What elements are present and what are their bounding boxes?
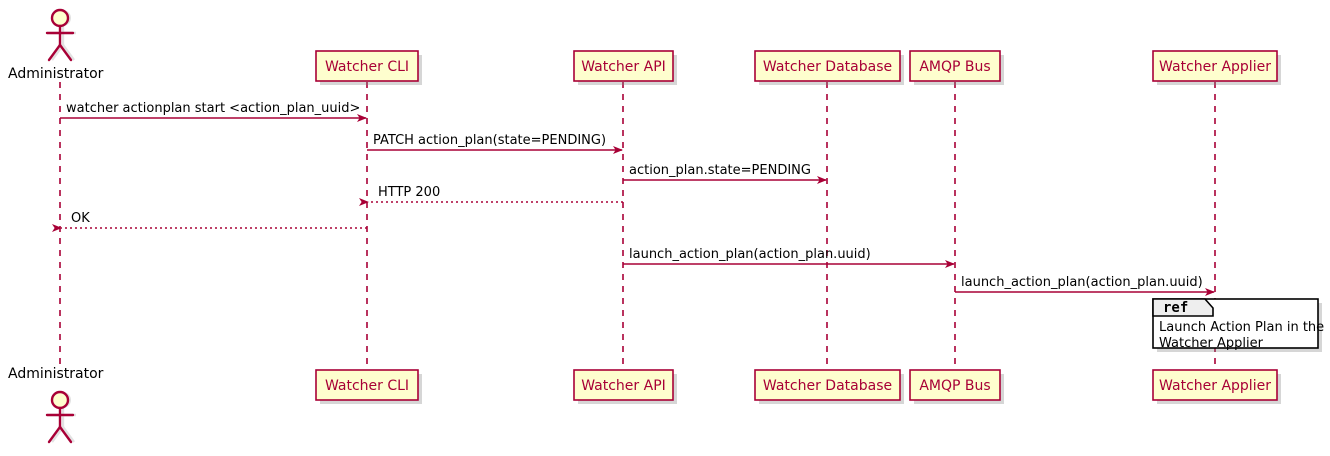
actor-administrator-bottom[interactable]: Administrator: [8, 366, 104, 444]
participant-amqp-bus-bottom[interactable]: AMQP Bus: [909, 369, 1004, 404]
participant-box[interactable]: [1152, 50, 1278, 82]
message-6[interactable]: launch_action_plan(action_plan.uuid): [623, 247, 955, 268]
actor-label: Administrator: [8, 366, 104, 382]
message-7[interactable]: launch_action_plan(action_plan.uuid): [955, 275, 1215, 296]
actor-head-icon: [50, 8, 70, 28]
participant-watcher-database-bottom[interactable]: Watcher Database: [754, 369, 904, 404]
participant-watcher-cli-top[interactable]: Watcher CLI: [315, 50, 422, 85]
participant-watcher-applier-top[interactable]: Watcher Applier: [1152, 50, 1281, 85]
lifelines-group: [59, 82, 1216, 370]
participant-box[interactable]: [909, 50, 1001, 82]
message-label: launch_action_plan(action_plan.uuid): [629, 247, 871, 262]
message-3[interactable]: action_plan.state=PENDING: [623, 163, 827, 184]
participant-box[interactable]: [573, 369, 674, 401]
participant-label: Watcher Applier: [1159, 378, 1271, 394]
ref-text-line: Launch Action Plan in the: [1159, 320, 1324, 335]
participant-amqp-bus-top[interactable]: AMQP Bus: [909, 50, 1004, 85]
actor-administrator-top[interactable]: Administrator: [8, 8, 104, 82]
participant-label: Watcher API: [581, 378, 666, 394]
participant-label: Watcher CLI: [325, 59, 409, 75]
message-label: OK: [71, 211, 90, 226]
ref-tab: [1152, 298, 1214, 317]
participant-label: AMQP Bus: [919, 378, 990, 394]
message-label: launch_action_plan(action_plan.uuid): [961, 275, 1203, 290]
message-2[interactable]: PATCH action_plan(state=PENDING): [367, 133, 623, 154]
participant-boxes-top: Watcher CLI Watcher API Watcher Database AM…: [315, 50, 1281, 85]
participant-label: Watcher Database: [763, 378, 892, 394]
message-label: action_plan.state=PENDING: [629, 163, 811, 178]
actor-label: Administrator: [8, 66, 104, 82]
participant-box[interactable]: [573, 50, 674, 82]
participant-box[interactable]: [909, 369, 1001, 401]
participant-watcher-cli-bottom[interactable]: Watcher CLI: [315, 369, 422, 404]
message-5[interactable]: OK: [52, 211, 367, 232]
message-4[interactable]: HTTP 200: [359, 185, 623, 206]
participant-watcher-applier-bottom[interactable]: Watcher Applier: [1152, 369, 1281, 404]
participant-label: AMQP Bus: [919, 59, 990, 75]
ref-text-line: Watcher Applier: [1159, 336, 1264, 351]
message-1[interactable]: watcher actionplan start <action_plan_uu…: [60, 101, 367, 122]
participant-watcher-api-top[interactable]: Watcher API: [573, 50, 677, 85]
participant-box[interactable]: [754, 369, 901, 401]
message-label: PATCH action_plan(state=PENDING): [373, 133, 606, 148]
message-label: HTTP 200: [378, 185, 440, 200]
participant-label: Watcher Applier: [1159, 59, 1271, 75]
participant-watcher-database-top[interactable]: Watcher Database: [754, 50, 904, 85]
participant-label: Watcher CLI: [325, 378, 409, 394]
participant-boxes-bottom: Watcher CLI Watcher API Watcher Database AM…: [315, 369, 1281, 404]
participant-box[interactable]: [1152, 369, 1278, 401]
actor-head-icon: [50, 390, 70, 410]
participant-box[interactable]: [754, 50, 901, 82]
participant-box[interactable]: [315, 369, 419, 401]
participant-label: Watcher API: [581, 59, 666, 75]
participant-label: Watcher Database: [763, 59, 892, 75]
participant-watcher-api-bottom[interactable]: Watcher API: [573, 369, 677, 404]
message-label: watcher actionplan start <action_plan_uu…: [66, 101, 360, 116]
messages-group: watcher actionplan start <action_plan_uu…: [52, 101, 1215, 296]
participant-box[interactable]: [315, 50, 419, 82]
ref-tab-label: ref: [1163, 300, 1188, 316]
